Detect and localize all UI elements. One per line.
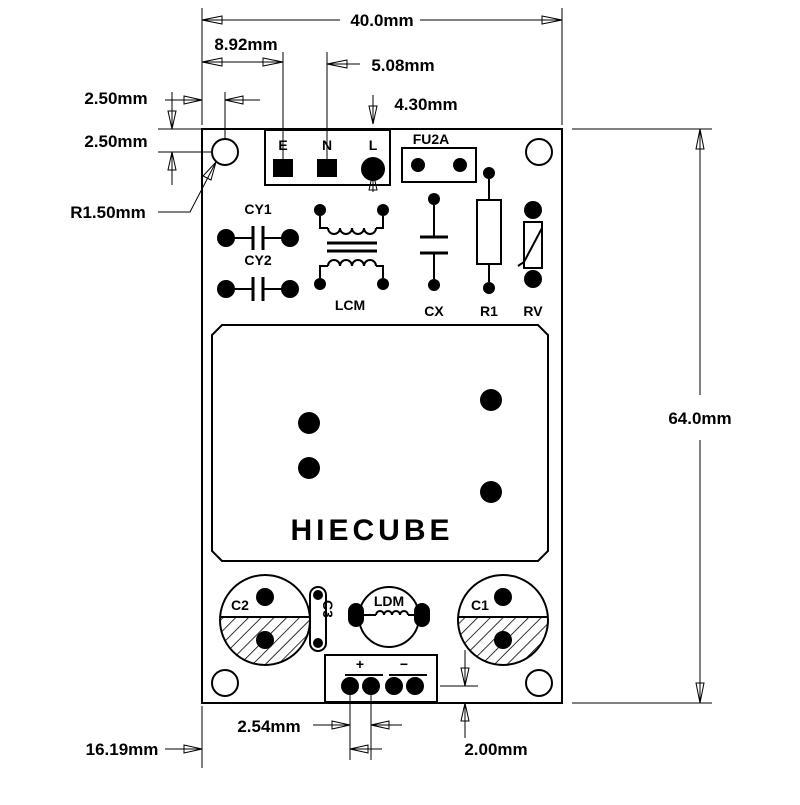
- cy1-capacitor: [217, 226, 299, 250]
- c1-capacitor: [457, 574, 549, 666]
- dim-out-pitch: [313, 690, 402, 760]
- fuse-outline: [401, 147, 477, 183]
- dim-hole-y-label: 2.50mm: [84, 132, 147, 151]
- lcm-choke: [314, 204, 389, 290]
- power-module-outline: [211, 324, 549, 562]
- dim-hole-y: [158, 92, 212, 185]
- terminal-pad-l: [361, 157, 385, 181]
- module-pin-1: [298, 412, 320, 434]
- dim-nl-pitch-label: 5.08mm: [371, 56, 434, 75]
- dim-out-offset-label: 16.19mm: [86, 740, 159, 759]
- dim-out-edge: [440, 650, 478, 738]
- ldm-label: LDM: [374, 593, 404, 609]
- dim-l-edge-label: 4.30mm: [394, 95, 457, 114]
- dim-hole-radius-leader: [158, 161, 217, 213]
- mounting-hole-top-left: [211, 138, 239, 166]
- ldm-inductor: [348, 586, 430, 648]
- lcm-label: LCM: [335, 297, 365, 313]
- output-pad-2: [362, 677, 380, 695]
- terminal-label-l: L: [369, 137, 378, 153]
- dim-width: [201, 8, 563, 125]
- dim-l-edge: [368, 95, 378, 192]
- cx-label: CX: [424, 303, 444, 319]
- output-terminal-block: [324, 654, 438, 703]
- brand-logo: HIECUBE: [290, 514, 453, 547]
- dim-nl-pitch: [326, 52, 360, 160]
- output-pad-4: [406, 677, 424, 695]
- cy1-label: CY1: [244, 201, 271, 217]
- c3-label: C3: [320, 600, 336, 618]
- dim-hole-radius-label: R1.50mm: [70, 203, 146, 222]
- dim-height-label: 64.0mm: [668, 409, 731, 428]
- c1-label: C1: [471, 597, 489, 613]
- c2-capacitor: [219, 574, 311, 666]
- dim-e-offset-label: 8.92mm: [214, 35, 277, 54]
- output-label-minus: −: [400, 656, 408, 672]
- output-pad-1: [341, 677, 359, 695]
- cy2-label: CY2: [244, 252, 271, 268]
- fuse-label: FU2A: [413, 131, 450, 147]
- dim-e-offset: [201, 52, 284, 160]
- output-label-plus: +: [356, 656, 364, 672]
- dim-out-offset: [165, 706, 382, 768]
- fuse-pad-left: [411, 158, 425, 172]
- module-pin-2: [298, 457, 320, 479]
- module-pin-4: [480, 481, 502, 503]
- mounting-hole-top-right: [525, 138, 553, 166]
- fuse-pad-right: [453, 158, 467, 172]
- dim-hole-x: [165, 92, 260, 140]
- cx-capacitor: [420, 193, 448, 291]
- rv-label: RV: [523, 303, 543, 319]
- terminal-pad-e: [273, 159, 293, 177]
- mounting-hole-bottom-left: [211, 669, 239, 697]
- r1-label: R1: [480, 303, 498, 319]
- cy2-capacitor: [217, 277, 299, 301]
- output-pad-3: [385, 677, 403, 695]
- dim-out-edge-label: 2.00mm: [464, 740, 527, 759]
- mounting-hole-bottom-right: [525, 669, 553, 697]
- dim-width-label: 40.0mm: [350, 11, 413, 30]
- c3-capacitor: [309, 586, 327, 652]
- terminal-pad-n: [317, 159, 337, 177]
- r1-resistor: [476, 167, 502, 294]
- rv-varistor: [517, 201, 543, 288]
- dim-hole-x-label: 2.50mm: [84, 89, 147, 108]
- module-pin-3: [480, 389, 502, 411]
- dim-height: [572, 128, 712, 704]
- c2-label: C2: [231, 597, 249, 613]
- dim-out-pitch-label: 2.54mm: [237, 717, 300, 736]
